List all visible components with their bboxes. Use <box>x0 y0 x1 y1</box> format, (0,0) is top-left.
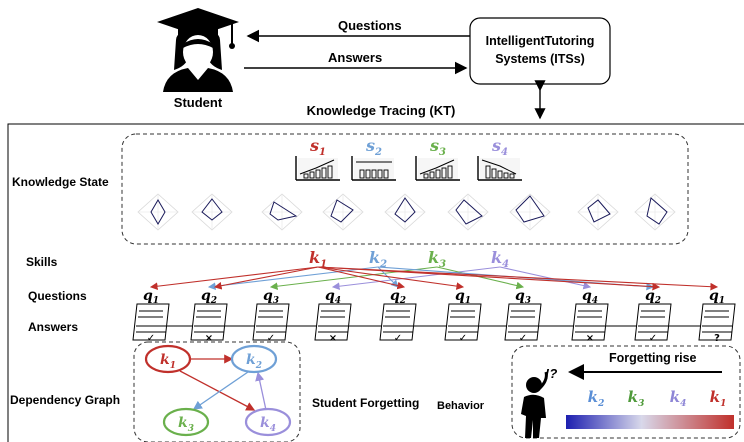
dependency-node-label-k4: k4 <box>260 415 276 434</box>
knowledge-state-panel <box>121 133 689 245</box>
questions-flow-label: Questions <box>338 18 402 33</box>
forgetting-behavior-label-b: Behavior <box>437 400 485 412</box>
its-title-line2: Systems (ITSs) <box>495 52 585 66</box>
answer-mark: × <box>329 333 337 344</box>
student-label-s4: s4 <box>491 136 508 158</box>
dependency-node-k2 <box>230 344 278 374</box>
radar-chart <box>509 193 551 231</box>
radar-chart <box>447 193 489 231</box>
student-trend-icon-1 <box>295 156 340 181</box>
question-label-q2: q2 <box>390 288 406 306</box>
answers-flow-label: Answers <box>328 50 382 65</box>
radar-charts <box>137 193 676 231</box>
answer-mark: ✓ <box>649 333 657 344</box>
skill-label-k2: k2 <box>369 248 387 270</box>
radar-chart <box>322 193 364 231</box>
dependency-node-k1 <box>144 344 192 374</box>
answer-mark: ✓ <box>147 333 155 344</box>
confused-person-icon <box>521 371 548 438</box>
student-trend-icon-2 <box>351 156 396 181</box>
question-card: q2 ✓ <box>634 288 701 344</box>
answer-mark: ? <box>714 333 720 344</box>
skill-question-links <box>149 266 719 291</box>
its-box <box>469 17 611 85</box>
radar-chart <box>577 193 619 231</box>
forgetting-title: Forgetting rise <box>609 351 697 365</box>
forgetting-skill-k2: k2 <box>588 388 605 409</box>
forgetting-order: k2 k3 k4 k1 <box>588 388 727 409</box>
radar-chart <box>137 193 179 231</box>
question-label-q1: q1 <box>143 288 159 306</box>
question-label-q3: q3 <box>263 288 279 306</box>
question-card: q1 ✓ <box>444 288 507 344</box>
kt-label: Knowledge Tracing (KT) <box>307 103 456 118</box>
skill-label-k4: k4 <box>491 248 509 270</box>
question-label-q4: q4 <box>325 288 341 306</box>
row-label-dependency-graph: Dependency Graph <box>10 393 120 407</box>
answer-mark: ✓ <box>267 333 275 344</box>
answer-mark: ✓ <box>459 333 467 344</box>
dependency-node-label-k3: k3 <box>178 415 194 434</box>
row-label-questions: Questions <box>28 289 87 303</box>
student-label-s1: s1 <box>309 136 326 158</box>
dependency-graph-panel <box>133 341 301 442</box>
question-card: q2 × <box>190 288 255 344</box>
question-card: q4 × <box>314 288 382 344</box>
student-label: Student <box>174 95 223 110</box>
forgetting-skill-k4: k4 <box>670 388 687 409</box>
radar-chart <box>191 193 233 231</box>
skill-labels: k1 k2 k3 k4 <box>309 248 509 270</box>
its-title-line1: IntelligentTutoring <box>486 34 595 48</box>
row-label-knowledge-state: Knowledge State <box>12 175 109 189</box>
answer-mark: ✓ <box>519 333 527 344</box>
question-card: q1? <box>698 288 736 344</box>
forgetting-gradient-bar <box>566 415 734 429</box>
forgetting-skill-k1: k1 <box>710 388 727 409</box>
student-trend-icon-4 <box>477 156 522 181</box>
forgetting-panel <box>511 345 741 439</box>
question-card: q1 ✓ <box>132 288 193 344</box>
forgetting-behavior-label-a: Student Forgetting <box>312 396 419 410</box>
question-card: q2 ✓ <box>379 288 447 344</box>
student-trend-icon-3 <box>415 156 460 181</box>
question-answer-sequence: q1 ✓ q2 × q3 ✓ q4 × q2 ✓ q1 ✓ q3 ✓ q4 × q2 ✓ q1? <box>132 288 736 344</box>
radar-chart <box>384 193 426 231</box>
dependency-node-label-k1: k1 <box>160 352 176 371</box>
radar-chart <box>634 193 676 231</box>
student-states: s1 s2 s3 s4 <box>295 136 522 181</box>
dependency-graph: k1 k2 k3 k4 <box>144 344 292 437</box>
question-label-q3: q3 <box>515 288 531 306</box>
answer-mark: × <box>586 333 594 344</box>
answer-mark: × <box>205 333 213 344</box>
question-card: q4 × <box>571 288 637 344</box>
dependency-node-k3 <box>162 407 210 437</box>
student-label-s3: s3 <box>429 136 446 158</box>
kt-frame <box>7 123 744 442</box>
question-label-q2: q2 <box>201 288 217 306</box>
question-label-q1: q1 <box>455 288 471 306</box>
confused-mark: !? <box>545 366 557 381</box>
row-label-skills: Skills <box>26 255 58 269</box>
skill-label-k1: k1 <box>309 248 327 270</box>
radar-chart <box>261 193 303 231</box>
skill-label-k3: k3 <box>428 248 446 270</box>
forgetting-skill-k3: k3 <box>628 388 645 409</box>
student-label-s2: s2 <box>365 136 382 158</box>
question-card: q3 ✓ <box>252 288 317 344</box>
question-label-q4: q4 <box>582 288 598 306</box>
row-label-answers: Answers <box>28 320 78 334</box>
answer-mark: ✓ <box>394 333 402 344</box>
dependency-node-label-k2: k2 <box>246 352 262 371</box>
question-label-q2: q2 <box>645 288 661 306</box>
student-icon <box>157 8 239 92</box>
dependency-node-k4 <box>244 407 292 437</box>
question-card: q3 ✓ <box>504 288 574 344</box>
question-label-q1: q1 <box>709 288 725 306</box>
